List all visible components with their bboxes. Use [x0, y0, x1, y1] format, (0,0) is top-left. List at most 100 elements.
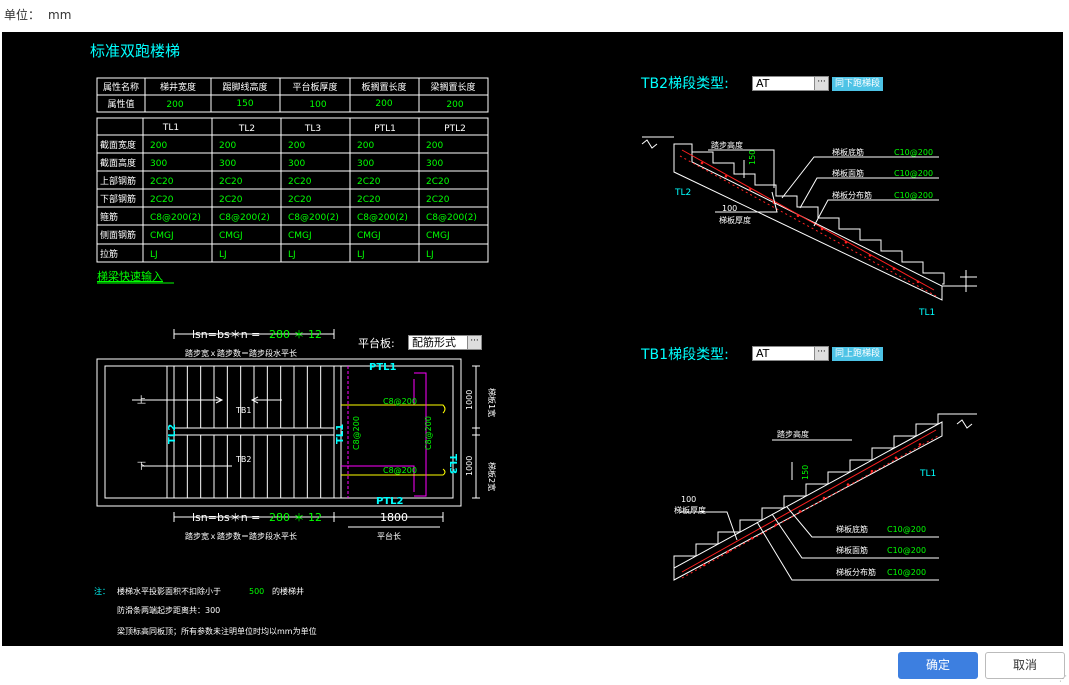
tb1-dim100[interactable]: 100: [681, 495, 696, 504]
tb1-bottom-val[interactable]: C10@200: [887, 525, 926, 534]
beam-cell[interactable]: 2C20: [357, 195, 381, 205]
plan-c8-b[interactable]: C8@200: [383, 466, 417, 475]
plan-c8-c[interactable]: C8@200: [352, 416, 361, 450]
beam-cell[interactable]: 300: [150, 159, 167, 169]
plan-c8-d[interactable]: C8@200: [424, 416, 433, 450]
lsn-top-caption: 踏步宽ｘ踏步数＝踏步段水平长: [185, 348, 297, 358]
beam-col-tl3: TL3: [304, 124, 321, 134]
cancel-button[interactable]: 取消: [985, 652, 1065, 679]
tb2-section: [641, 136, 977, 301]
beam-cell[interactable]: CMGJ: [357, 231, 381, 241]
beam-cell[interactable]: 200: [219, 141, 236, 151]
beam-cell[interactable]: 2C20: [357, 177, 381, 187]
beam-cell[interactable]: 200: [288, 141, 305, 151]
plan-dim-bottom: [173, 512, 444, 528]
beam-cell[interactable]: LJ: [357, 250, 365, 260]
beam-cell[interactable]: 300: [357, 159, 374, 169]
attr-value-2[interactable]: 100: [309, 100, 326, 110]
more-icon[interactable]: ···: [814, 347, 828, 360]
beam-cell[interactable]: 300: [219, 159, 236, 169]
rebar-dot: [748, 188, 752, 191]
more-icon[interactable]: ···: [814, 77, 828, 90]
attr-value-4[interactable]: 200: [446, 100, 463, 110]
notes-line1-a: 楼梯水平投影面积不扣除小于: [117, 586, 221, 596]
tb2-top-val[interactable]: C10@200: [894, 169, 933, 178]
beam-cell[interactable]: 2C20: [219, 195, 243, 205]
attr-header-1: 梯井宽度: [160, 81, 196, 93]
tb2-tl-left: TL2: [674, 188, 691, 198]
beam-cell[interactable]: 2C20: [288, 195, 312, 205]
tb1-dist-val[interactable]: C10@200: [887, 568, 926, 577]
beam-cell[interactable]: LJ: [426, 250, 434, 260]
rebar-dot: [798, 510, 802, 513]
drawing-canvas[interactable]: 标准双跑楼梯 属性名称 梯井宽度 踢脚线高度 平台板厚度 板搁置长度 梁搁置长度…: [2, 32, 1063, 646]
unit-row: 单位：mm: [4, 6, 79, 23]
rebar-dot: [822, 496, 826, 500]
beam-cell[interactable]: CMGJ: [288, 231, 312, 241]
rebar-dot: [774, 523, 778, 527]
tb2-type-select[interactable]: AT ···: [752, 76, 829, 91]
beam-table: [96, 117, 489, 263]
beam-cell[interactable]: 300: [426, 159, 443, 169]
notes-prefix: 注：: [94, 586, 110, 596]
tb2-dist-val[interactable]: C10@200: [894, 191, 933, 200]
canvas-title: 标准双跑楼梯: [90, 42, 180, 60]
platform-length[interactable]: 1800: [380, 511, 408, 524]
attr-value-3[interactable]: 200: [375, 99, 392, 109]
beam-cell[interactable]: 2C20: [426, 177, 450, 187]
tb2-dim100[interactable]: 100: [722, 204, 737, 213]
tb1-top-val[interactable]: C10@200: [887, 546, 926, 555]
lsn-bottom-prefix: lsn=bs＊n =: [192, 511, 260, 524]
beam-cell[interactable]: C8@200(2): [288, 213, 339, 223]
beam-cell[interactable]: CMGJ: [219, 231, 243, 241]
tb2-thickness: 梯板厚度: [719, 215, 751, 225]
attr-value-1[interactable]: 150: [236, 99, 253, 109]
resize-grip-icon[interactable]: ⋰: [1059, 674, 1067, 683]
lsn-bottom-value[interactable]: 280 ＊ 12: [269, 511, 322, 524]
attr-row-label: 属性值: [107, 98, 134, 110]
quick-input-link[interactable]: 梯梁快速输入: [97, 269, 163, 283]
unit-value: mm: [48, 8, 72, 22]
beam-cell[interactable]: C8@200(2): [150, 213, 201, 223]
lsn-bottom-caption: 踏步宽ｘ踏步数＝踏步段水平长: [185, 531, 297, 541]
rebar-dot: [892, 267, 896, 270]
plan-c8-a[interactable]: C8@200: [383, 397, 417, 406]
beam-cell[interactable]: 300: [288, 159, 305, 169]
beam-col-ptl1: PTL1: [374, 124, 396, 134]
ok-button[interactable]: 确定: [898, 652, 978, 679]
plan-ptl1: PTL1: [369, 362, 397, 373]
beam-cell[interactable]: CMGJ: [426, 231, 450, 241]
beam-cell[interactable]: 200: [150, 141, 167, 151]
beam-cell[interactable]: CMGJ: [150, 231, 174, 241]
beam-cell[interactable]: LJ: [150, 250, 158, 260]
platform-select[interactable]: 配筋形式 ···: [408, 335, 482, 350]
attr-value-0[interactable]: 200: [166, 100, 183, 110]
tb1-dim150[interactable]: 150: [801, 465, 810, 480]
tb2-dist-bar: 梯板分布筋: [832, 190, 872, 200]
beam-cell[interactable]: C8@200(2): [219, 213, 270, 223]
beam-cell[interactable]: 2C20: [150, 195, 174, 205]
beam-cell[interactable]: 2C20: [426, 195, 450, 205]
beam-cell[interactable]: 2C20: [219, 177, 243, 187]
more-icon[interactable]: ···: [467, 336, 481, 349]
platform-label: 平台板:: [358, 336, 395, 350]
tb2-bottom-val[interactable]: C10@200: [894, 148, 933, 157]
beam-cell[interactable]: LJ: [288, 250, 296, 260]
plan-dim-right: [472, 365, 480, 499]
beam-cell[interactable]: LJ: [219, 250, 227, 260]
beam-cell[interactable]: 2C20: [288, 177, 312, 187]
rebar-dot: [844, 240, 848, 244]
rebar-dot: [700, 161, 704, 165]
beam-cell[interactable]: C8@200(2): [357, 213, 408, 223]
tb1-type-select[interactable]: AT ···: [752, 346, 829, 361]
platform-rebar: [341, 366, 446, 498]
beam-cell[interactable]: 200: [357, 141, 374, 151]
beam-cell[interactable]: 2C20: [150, 177, 174, 187]
beam-cell[interactable]: 200: [426, 141, 443, 151]
lsn-top-value[interactable]: 280 ＊ 12: [269, 328, 322, 341]
beam-cell[interactable]: C8@200(2): [426, 213, 477, 223]
tb2-dim150[interactable]: 150: [748, 150, 757, 165]
tb2-same-tag[interactable]: 同下跑梯段: [832, 77, 884, 91]
notes-line1-num[interactable]: 500: [249, 587, 264, 596]
tb1-same-tag[interactable]: 同上跑梯段: [832, 347, 884, 361]
